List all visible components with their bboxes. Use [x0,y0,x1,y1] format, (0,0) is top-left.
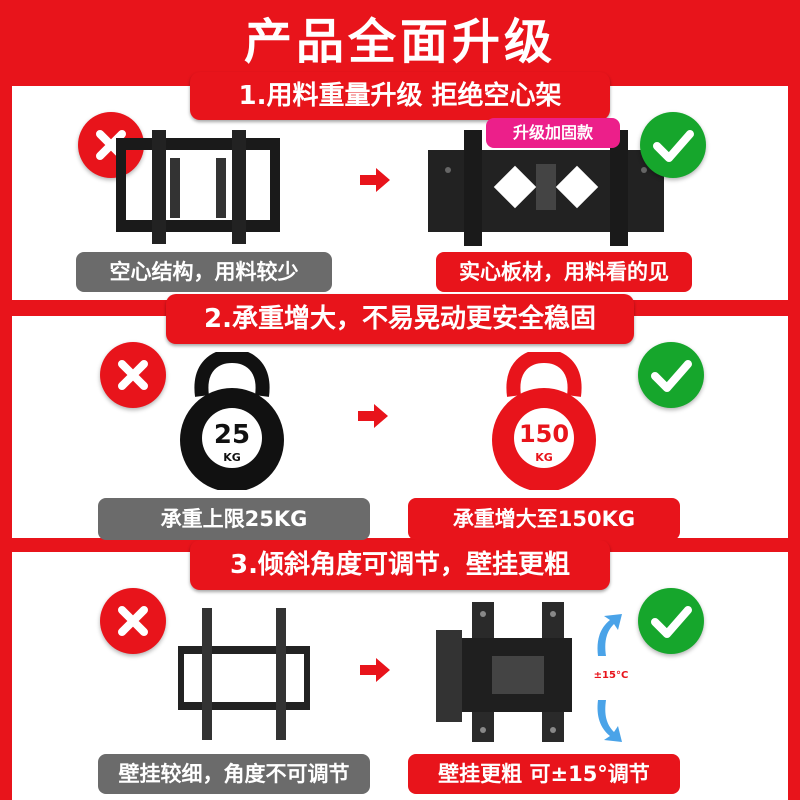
weight-150-unit: KG [535,451,553,464]
check-icon [638,342,704,408]
tilt-up-arrow-icon [597,614,622,656]
section-2-left-label: 承重上限25KG [98,498,370,540]
tilt-mount-image [436,602,572,742]
section-3-heading: 3.倾斜角度可调节，壁挂更粗 [190,540,610,590]
section-3-right-label: 壁挂更粗 可±15°调节 [408,754,680,794]
hollow-mount-image [116,130,280,244]
weight-25kg-image: 25 KG [176,352,288,490]
cross-icon [100,342,166,408]
arrow-right-icon [360,168,390,192]
tilt-down-arrow-icon [597,700,622,742]
arrow-right-icon [360,658,390,682]
section-3-left-label: 壁挂较细，角度不可调节 [98,754,370,794]
weight-150-value: 150 [518,420,570,448]
weight-150kg-image: 150 KG [488,352,600,490]
tilt-angle-label: ±15°C [593,670,629,681]
section-1-right-label: 实心板材，用料看的见 [436,252,692,292]
section-2-heading: 2.承重增大，不易晃动更安全稳固 [166,294,634,344]
section-1-heading: 1.用料重量升级 拒绝空心架 [190,72,610,120]
check-icon [638,588,704,654]
upgrade-tag: 升级加固款 [486,118,620,148]
cross-icon [100,588,166,654]
solid-mount-image [428,130,664,246]
weight-25-value: 25 [213,420,251,450]
thin-mount-image [178,608,310,740]
main-title: 产品全面升级 [243,14,556,70]
arrow-right-icon [358,404,388,428]
weight-25-unit: KG [223,451,241,464]
section-1-left-label: 空心结构，用料较少 [76,252,332,292]
check-icon [640,112,706,178]
section-2-right-label: 承重增大至150KG [408,498,680,540]
